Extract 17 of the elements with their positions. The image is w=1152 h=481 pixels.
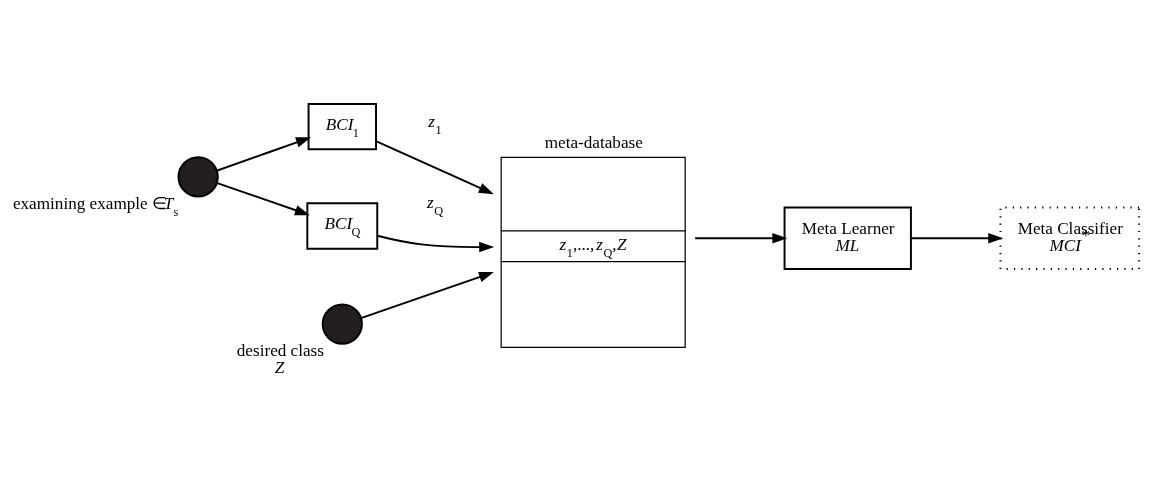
arrow bbox=[216, 136, 311, 171]
node-circle bbox=[321, 303, 363, 345]
node-label: desired class Z bbox=[236, 340, 324, 377]
edge-label: z$_{Q}$ bbox=[426, 192, 444, 218]
arrow bbox=[360, 271, 494, 319]
node-box: Meta Learner ML bbox=[783, 206, 912, 270]
node-label: meta-database bbox=[544, 132, 643, 152]
node-box: BCI$_{1}$ bbox=[307, 102, 377, 150]
arrow bbox=[216, 181, 310, 215]
node-circle bbox=[177, 155, 219, 197]
arrow bbox=[694, 232, 788, 243]
arrow bbox=[375, 139, 494, 194]
node-label: examining example ∈T$_{s}$ bbox=[12, 193, 179, 219]
node-box: BCI$_{Q}$ bbox=[306, 201, 379, 250]
edge-label: z$_{1}$ bbox=[428, 111, 442, 137]
arrow bbox=[376, 234, 495, 252]
arrow bbox=[910, 232, 1004, 243]
